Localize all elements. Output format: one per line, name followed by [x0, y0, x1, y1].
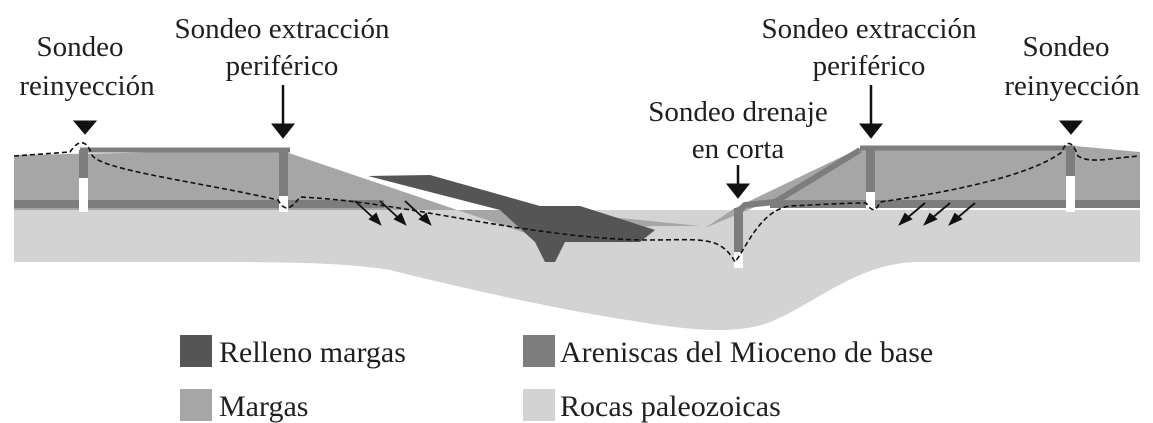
marls-right-layer [705, 146, 1140, 228]
legend-swatch-rocas-paleozoicas [523, 389, 555, 421]
wells [79, 148, 1075, 268]
label-left-reinjection-line2: reinyección [19, 70, 155, 102]
arrow-left-reinjection [72, 120, 98, 135]
well-left-extraction [279, 150, 288, 212]
pointer-arrows [72, 85, 1084, 199]
legend-swatch-areniscas [523, 335, 555, 367]
sandstone-slope-right [737, 147, 862, 213]
label-left-extraction-line1: Sondeo extracción [174, 13, 390, 45]
marl-fill-body [368, 175, 655, 262]
legend-label-areniscas: Areniscas del Mioceno de base [560, 336, 933, 369]
paleozoic-rocks-layer [14, 210, 1140, 331]
label-right-extraction-line2: periférico [813, 50, 926, 82]
label-right-reinjection-line2: reinyección [1004, 70, 1140, 102]
label-right-reinjection-line1: Sondeo [1023, 31, 1110, 63]
sandstone-band-left [14, 200, 384, 208]
legend-swatch-margas [180, 389, 212, 421]
arrow-left-extraction [270, 85, 296, 139]
water-table-line [13, 141, 1141, 264]
legend-label-relleno-margas: Relleno margas [219, 336, 406, 369]
arrow-drain [725, 165, 751, 199]
well-drain [734, 208, 743, 268]
legend-label-rocas-paleozoicas: Rocas paleozoicas [560, 390, 781, 423]
label-left-reinjection-line1: Sondeo [37, 31, 124, 63]
well-right-extraction [866, 148, 875, 210]
label-left-extraction-line2: periférico [226, 50, 339, 82]
legend: Relleno margas Areniscas del Mioceno de … [180, 335, 933, 423]
label-right-extraction-line1: Sondeo extracción [761, 13, 977, 45]
arrow-right-extraction [858, 85, 884, 139]
label-drain-line2: en corta [692, 133, 785, 165]
legend-swatch-relleno-margas [180, 335, 212, 367]
arrow-right-reinjection [1058, 120, 1084, 135]
well-left-reinjection [79, 150, 88, 212]
label-drain-line1: Sondeo drenaje [648, 96, 828, 128]
sandstone-band-right [770, 200, 1140, 208]
well-right-reinjection [1066, 148, 1075, 212]
legend-label-margas: Margas [219, 390, 308, 423]
flow-arrows-left [354, 200, 432, 226]
flow-arrows-right [898, 202, 976, 226]
